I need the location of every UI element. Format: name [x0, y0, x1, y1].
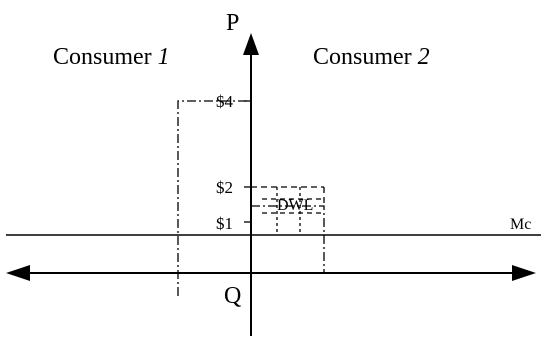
dwl-region [251, 186, 325, 235]
consumer2-label: Consumer 2 [313, 44, 430, 70]
price-tick-4-label: $4 [216, 92, 234, 111]
consumer1-demand-line [177, 100, 251, 296]
quantity-axis-label: Q [224, 283, 241, 309]
quantity-axis-right-arrowhead [512, 265, 536, 281]
dwl-label: DWL [277, 197, 313, 214]
consumer2-demand-line [251, 205, 325, 272]
consumer1-label-text: Consumer [53, 44, 158, 70]
price-axis-label: P [226, 10, 239, 36]
consumer2-label-number: 2 [418, 44, 430, 70]
consumer1-label-number: 1 [158, 44, 170, 70]
marginal-cost-label: Mc [510, 216, 531, 233]
price-tick-1-label: $1 [216, 214, 233, 233]
consumer1-label: Consumer 1 [53, 44, 170, 70]
price-tick-2-label: $2 [216, 178, 233, 197]
quantity-axis-left-arrowhead [6, 265, 30, 281]
consumer2-label-text: Consumer [313, 44, 418, 70]
price-axis-arrowhead [243, 33, 259, 55]
